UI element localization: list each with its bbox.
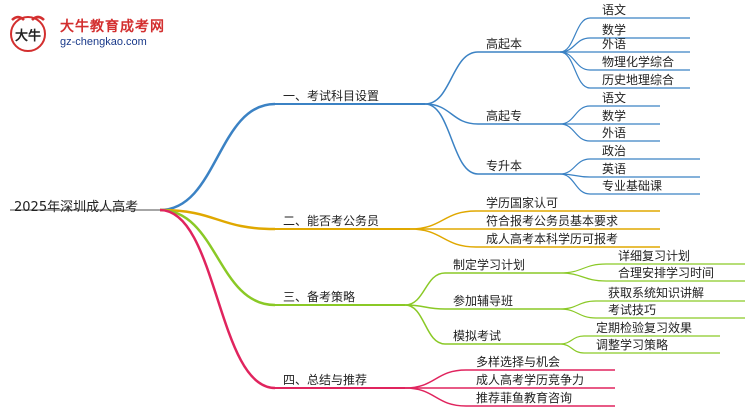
sub-label: 参加辅导班 xyxy=(453,294,514,308)
logo-title: 大牛教育成考网 xyxy=(60,19,165,35)
leaf-label: 推荐菲鱼教育咨询 xyxy=(476,391,573,405)
leaf-connector xyxy=(559,105,591,125)
root-node: 2025年深圳成人高考 xyxy=(14,200,139,215)
bull-logo-icon: 大牛 xyxy=(10,15,46,52)
leaf-connector xyxy=(559,308,597,319)
leaf-connector xyxy=(559,158,591,175)
leaf-connector xyxy=(559,173,591,195)
leaf-label: 历史地理综合 xyxy=(602,73,675,87)
sub-connector xyxy=(424,103,479,175)
leaf-connector xyxy=(409,210,477,230)
leaf-label: 政治 xyxy=(602,144,627,158)
sub-label: 模拟考试 xyxy=(453,329,502,343)
sub-connector xyxy=(424,103,479,125)
leaf-connector xyxy=(404,387,467,407)
leaf-label: 考试技巧 xyxy=(608,303,657,317)
branch-connector xyxy=(159,208,276,231)
leaf-label: 数学 xyxy=(602,109,627,123)
leaf-connector xyxy=(559,51,591,89)
branch-connector xyxy=(159,102,276,212)
leaf-connector xyxy=(559,123,591,142)
sub-label: 专升本 xyxy=(486,159,523,173)
leaf-connector xyxy=(559,343,585,354)
leaf-connector xyxy=(559,272,607,282)
leaf-label: 获取系统知识讲解 xyxy=(608,286,705,300)
leaf-label: 英语 xyxy=(602,162,627,176)
leaf-label: 多样选择与机会 xyxy=(476,355,561,369)
leaf-connector xyxy=(559,335,585,345)
leaf-connector xyxy=(559,17,591,53)
leaf-connector xyxy=(559,300,597,310)
leaf-label: 外语 xyxy=(602,126,627,140)
logo-emblem-text: 大牛 xyxy=(15,28,41,44)
sub-connector xyxy=(424,51,479,105)
sub-label: 高起本 xyxy=(486,37,523,51)
leaf-label: 合理安排学习时间 xyxy=(618,266,715,280)
branch-label: 四、总结与推荐 xyxy=(283,373,368,387)
brand-logo: 大牛 大牛教育成考网 gz-chengkao.com xyxy=(6,10,176,56)
leaf-connector xyxy=(559,263,607,274)
leaf-label: 符合报考公务员基本要求 xyxy=(486,214,619,228)
branch-label: 三、备考策略 xyxy=(283,290,356,304)
branch-connector xyxy=(159,208,276,307)
leaf-label: 语文 xyxy=(602,91,627,105)
sub-label: 高起专 xyxy=(486,109,523,123)
leaf-label: 外语 xyxy=(602,37,627,51)
sub-label: 制定学习计划 xyxy=(453,258,526,272)
sub-connector xyxy=(404,304,446,345)
leaf-label: 专业基础课 xyxy=(602,179,663,193)
leaf-label: 物理化学综合 xyxy=(602,55,675,69)
leaf-label: 成人高考本科学历可报考 xyxy=(486,232,619,246)
leaf-connector xyxy=(409,228,477,248)
leaf-connector xyxy=(559,37,591,53)
branch-connector xyxy=(159,208,276,390)
leaf-connector xyxy=(559,51,591,71)
sub-connector xyxy=(404,272,446,306)
leaf-connector xyxy=(404,369,467,389)
leaf-label: 详细复习计划 xyxy=(618,249,691,263)
leaf-label: 数学 xyxy=(602,23,627,37)
logo-url: gz-chengkao.com xyxy=(60,36,147,48)
branch-label: 二、能否考公务员 xyxy=(283,214,380,228)
leaf-label: 学历国家认可 xyxy=(486,196,559,210)
leaf-label: 成人高考学历竞争力 xyxy=(476,373,585,387)
leaf-label: 语文 xyxy=(602,3,627,17)
leaf-label: 定期检验复习效果 xyxy=(596,321,693,335)
leaf-label: 调整学习策略 xyxy=(596,338,669,352)
branch-label: 一、考试科目设置 xyxy=(283,89,380,103)
